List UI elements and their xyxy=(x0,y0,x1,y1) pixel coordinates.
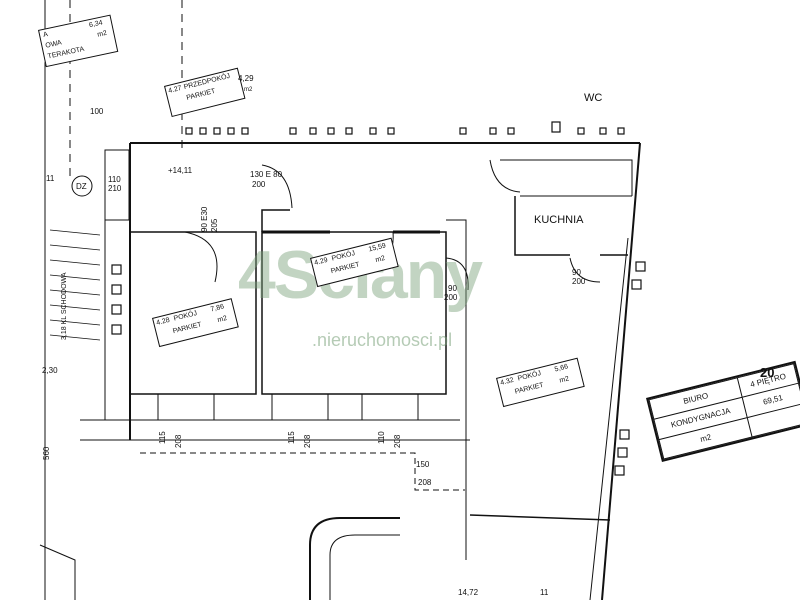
bottom-150: 150 xyxy=(416,460,430,469)
wc-wall xyxy=(500,159,633,196)
bottom-208c: 208 xyxy=(393,434,402,448)
przedpokoj-num: 4.27 xyxy=(167,84,183,95)
bottom-115a: 115 xyxy=(158,431,167,444)
dim-210: 210 xyxy=(108,184,122,193)
pokoj1-num: 4.28 xyxy=(155,316,171,327)
door-kitchen-90: 90 xyxy=(572,268,581,277)
window-markers xyxy=(111,121,646,476)
przedpokoj-unit: m2 xyxy=(244,87,253,93)
left-560: 560 xyxy=(42,446,51,460)
pokoj3-num: 4.32 xyxy=(499,376,515,387)
label-kuchnia: KUCHNIA xyxy=(534,214,584,226)
right-wall-inner xyxy=(589,237,629,600)
right-wall xyxy=(601,142,641,600)
door-90: 90 E30 xyxy=(200,206,209,232)
door-arc-hall xyxy=(261,164,293,209)
door-arc-mid xyxy=(445,257,469,291)
door-arc-room1 xyxy=(184,231,218,283)
info-circle-number: 20 xyxy=(760,365,775,380)
door-205: 205 xyxy=(210,218,219,232)
top-left-text2: OWA xyxy=(44,39,63,50)
pokoj3-name: POKÓJ xyxy=(517,370,542,383)
pokoj2-area: 15,59 xyxy=(367,242,387,254)
window-1 xyxy=(157,393,215,421)
pokoj2-num: 4.29 xyxy=(313,256,329,267)
top-left-text1: A xyxy=(42,31,49,39)
dim-11: 11 xyxy=(46,174,55,183)
window-2 xyxy=(271,393,329,421)
pokoj2-unit: m2 xyxy=(374,254,386,265)
label-dz: DZ xyxy=(76,182,87,191)
pokoj2-floor: PARKIET xyxy=(330,261,361,276)
partition-4 xyxy=(446,219,467,560)
stairs-text: 3,18 KL SCHODOWA xyxy=(61,272,68,340)
lower-wall xyxy=(469,514,611,521)
door-kitchen-200: 200 xyxy=(572,277,586,286)
bottom-11: 11 xyxy=(540,588,549,597)
door-mid-90: 90 xyxy=(448,284,457,293)
pokoj1-area: 7,86 xyxy=(209,303,225,314)
bottom-208a: 208 xyxy=(174,434,183,448)
lower-curve-2 xyxy=(329,534,400,600)
pokoj1-unit: m2 xyxy=(216,314,228,325)
top-left-area: 6,34 xyxy=(88,19,104,30)
door-200: 200 xyxy=(252,180,266,189)
dim-110: 110 xyxy=(108,175,121,184)
dim-14-11: +14,11 xyxy=(168,166,193,175)
dim-100: 100 xyxy=(90,107,104,116)
dz-circle xyxy=(71,175,93,197)
door-130: 130 E 80 xyxy=(250,170,283,179)
lower-left xyxy=(39,544,76,600)
przedpokoj-area: 4,29 xyxy=(238,74,254,83)
lower-curve xyxy=(309,517,400,600)
window-3 xyxy=(361,393,419,421)
bottom-115b: 115 xyxy=(287,431,296,444)
door-frame-left xyxy=(104,149,130,221)
room-pokoj2-outline xyxy=(261,231,447,395)
pokoj3-floor: PARKIET xyxy=(514,381,545,396)
przedpokoj-floor: PARKIET xyxy=(185,87,217,102)
bottom-110: 110 xyxy=(377,431,386,444)
pokoj3-area: 5,66 xyxy=(553,363,569,374)
door-arc-wc xyxy=(489,159,521,193)
door-mid-200: 200 xyxy=(444,293,458,302)
bottom-208d: 208 xyxy=(418,478,432,487)
stairs xyxy=(49,229,101,341)
kitchen-wall xyxy=(514,196,570,256)
dashed-outline xyxy=(140,452,465,491)
label-wc: WC xyxy=(584,92,603,104)
watermark-subtext: .nieruchomosci.pl xyxy=(312,330,453,350)
pokoj3-unit: m2 xyxy=(558,375,570,385)
door-arc-kitchen xyxy=(569,257,601,283)
pokoj2-name: POKÓJ xyxy=(331,250,356,263)
pokoj1-floor: PARKIET xyxy=(172,321,203,336)
top-left-m2: m2 xyxy=(96,29,108,39)
left-2-30: 2,30 xyxy=(42,366,58,375)
bottom-14-72: 14,72 xyxy=(458,588,479,597)
bottom-208b: 208 xyxy=(303,434,312,448)
pokoj1-name: POKÓJ xyxy=(173,310,198,323)
partition-1 xyxy=(261,209,290,232)
